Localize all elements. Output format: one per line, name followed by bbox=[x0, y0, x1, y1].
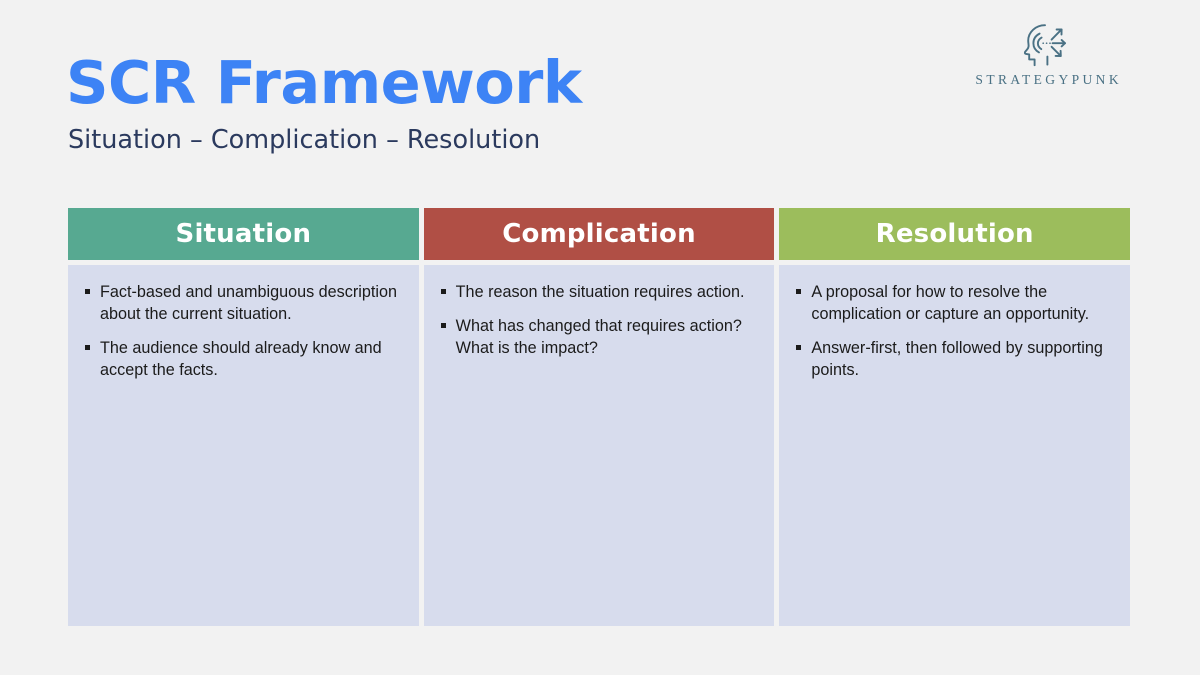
bullet-list-complication: The reason the situation requires action… bbox=[434, 281, 761, 359]
column-complication: Complication The reason the situation re… bbox=[423, 208, 775, 626]
column-header-complication: Complication bbox=[423, 208, 775, 260]
column-body-situation: Fact-based and unambiguous description a… bbox=[68, 265, 419, 626]
column-header-resolution: Resolution bbox=[779, 208, 1131, 260]
page-subtitle: Situation – Complication – Resolution bbox=[68, 124, 541, 155]
head-strategy-icon bbox=[1023, 24, 1066, 67]
scr-matrix: Situation Fact-based and unambiguous des… bbox=[68, 208, 1131, 626]
column-header-situation: Situation bbox=[68, 208, 419, 260]
list-item: Answer-first, then followed by supportin… bbox=[789, 337, 1116, 381]
bullet-list-situation: Fact-based and unambiguous description a… bbox=[78, 281, 405, 381]
list-item: The reason the situation requires action… bbox=[434, 281, 761, 303]
brand-logo: STRATEGYPUNK bbox=[962, 22, 1132, 88]
list-item: Fact-based and unambiguous description a… bbox=[78, 281, 405, 325]
title-block: SCR Framework Situation – Complication –… bbox=[66, 48, 582, 155]
brand-name: STRATEGYPUNK bbox=[975, 72, 1122, 87]
bullet-list-resolution: A proposal for how to resolve the compli… bbox=[789, 281, 1116, 381]
column-situation: Situation Fact-based and unambiguous des… bbox=[68, 208, 419, 626]
list-item: The audience should already know and acc… bbox=[78, 337, 405, 381]
list-item: What has changed that requires action? W… bbox=[434, 315, 761, 359]
column-resolution: Resolution A proposal for how to resolve… bbox=[779, 208, 1131, 626]
column-body-resolution: A proposal for how to resolve the compli… bbox=[779, 265, 1131, 626]
page-title: SCR Framework bbox=[66, 48, 582, 117]
column-body-complication: The reason the situation requires action… bbox=[423, 265, 775, 626]
list-item: A proposal for how to resolve the compli… bbox=[789, 281, 1116, 325]
